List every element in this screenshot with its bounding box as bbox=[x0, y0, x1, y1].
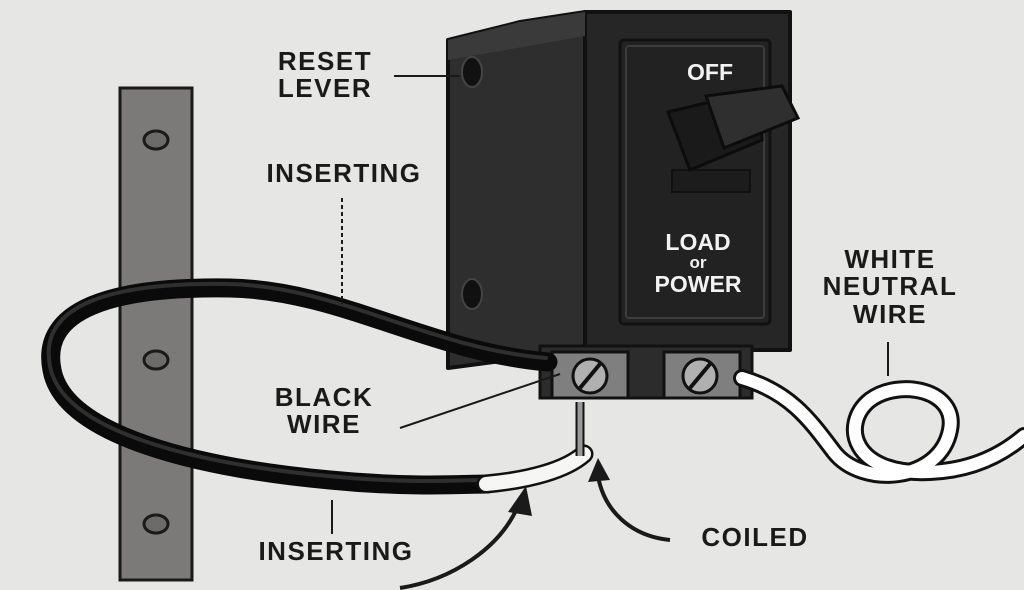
terminal-screw-right bbox=[681, 357, 719, 395]
white-neutral-wire-label: WHITE NEUTRAL WIRE bbox=[802, 244, 978, 329]
white-neutral-wire-line-3: WIRE bbox=[853, 298, 927, 329]
mounting-rail bbox=[118, 86, 194, 582]
off-label: OFF bbox=[687, 59, 733, 85]
coiled-label: COILED bbox=[701, 522, 809, 552]
inserting-bottom-label: INSERTING bbox=[258, 536, 414, 566]
white-neutral-wire-line-2: NEUTRAL bbox=[822, 271, 958, 302]
power-text: POWER bbox=[654, 270, 742, 297]
reset-lever-label: RESET LEVER bbox=[260, 46, 390, 104]
white-neutral-wire bbox=[733, 369, 1024, 484]
inserting-top-label: INSERTING bbox=[266, 158, 422, 188]
rail-hole-2 bbox=[142, 349, 170, 371]
mounting-hole-top bbox=[461, 56, 483, 88]
white-neutral-wire-line-1: WHITE bbox=[844, 244, 936, 274]
black-wire-line-2: WIRE bbox=[287, 409, 361, 440]
toggle-switch bbox=[665, 84, 801, 193]
terminal-screw-left bbox=[571, 357, 609, 395]
mounting-hole-bottom bbox=[461, 278, 483, 310]
black-wire-line-1: BLACK bbox=[274, 382, 374, 412]
arrow-inserting bbox=[399, 505, 520, 590]
rail-hole-3 bbox=[142, 513, 170, 535]
load-text: LOAD bbox=[665, 229, 731, 255]
black-wire bbox=[41, 278, 594, 495]
or-text: or bbox=[689, 253, 707, 273]
arrow-coiled bbox=[596, 475, 671, 542]
black-wire-label: BLACK WIRE bbox=[252, 382, 396, 440]
leader-black-wire bbox=[399, 373, 561, 429]
reset-lever-line-2: LEVER bbox=[277, 73, 373, 104]
reset-lever-line-1: RESET bbox=[277, 46, 373, 76]
callout-lines bbox=[331, 75, 889, 590]
load-or-power-label: LOAD or POWER bbox=[636, 230, 760, 296]
circuit-breaker bbox=[446, 10, 801, 400]
rail-hole-1 bbox=[142, 129, 170, 151]
